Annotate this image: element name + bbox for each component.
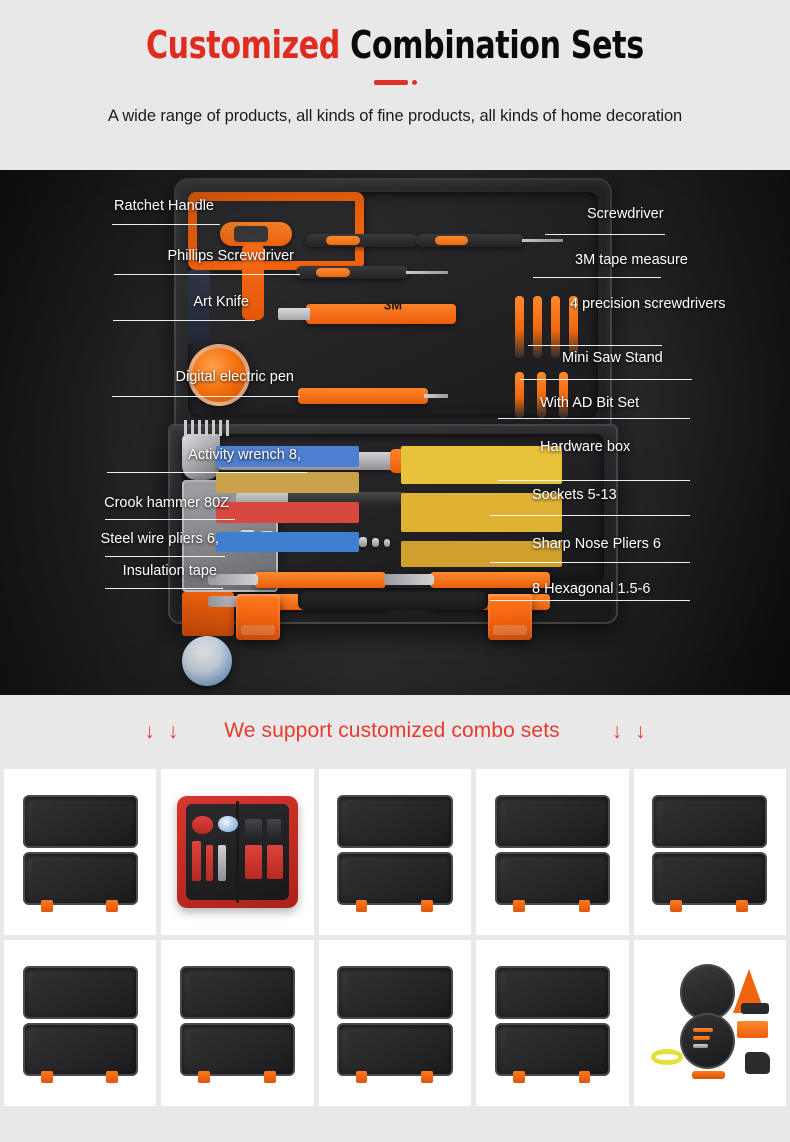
callout-line-insulation-tape <box>105 588 223 589</box>
support-banner-text: We support customized combo sets <box>224 719 560 742</box>
callout-label-sharp-nose-pliers-6: Sharp Nose Pliers 6 <box>532 536 661 552</box>
red-zipper-tool-pouch <box>172 786 303 919</box>
callout-label-with-ad-bit-set: With AD Bit Set <box>540 395 640 411</box>
combination-tool-set-case <box>487 957 618 1090</box>
callout-line-8-hexagonal-1-5-6 <box>490 600 690 601</box>
steel-wire-pliers-tool <box>208 572 386 588</box>
callout-label-crook-hammer-80z: Crook hammer 80Z <box>104 495 229 511</box>
support-banner: ↓ ↓ We support customized combo sets ↓ ↓ <box>0 695 790 767</box>
screwdriver-bit-set-case <box>15 957 146 1090</box>
callout-line-crook-hammer-80z <box>105 519 235 520</box>
page-title-highlight: Customized <box>146 23 341 67</box>
callout-label-8-hexagonal-1-5-6: 8 Hexagonal 1.5-6 <box>532 581 651 597</box>
callout-label-art-knife: Art Knife <box>193 294 249 310</box>
down-arrow-icon: ↓ <box>611 719 623 743</box>
product-thumbnail-cell[interactable] <box>161 940 314 1106</box>
precision-screwdriver-2 <box>533 296 542 358</box>
callout-label-insulation-tape: Insulation tape <box>122 563 217 579</box>
callout-label-activity-wrench-8: Activity wrench 8, <box>188 447 301 463</box>
callout-line-mini-saw-stand <box>520 379 692 380</box>
callout-line-with-ad-bit-set <box>498 418 690 419</box>
art-knife-tool <box>278 304 456 324</box>
callout-line-digital-electric-pen <box>112 396 300 397</box>
callout-line-sharp-nose-pliers-6 <box>490 562 690 563</box>
product-thumbnail-cell[interactable] <box>4 769 157 935</box>
callout-label-3m-tape-measure: 3M tape measure <box>575 252 688 268</box>
arrows-left-group: ↓ ↓ <box>144 721 178 742</box>
household-tool-set-case <box>487 786 618 919</box>
callout-label-digital-electric-pen: Digital electric pen <box>175 369 294 385</box>
precision-screwdriver-1 <box>515 296 524 358</box>
product-thumbnail-cell[interactable] <box>318 769 472 935</box>
product-thumbnail-cell[interactable] <box>476 940 629 1106</box>
callout-line-screwdriver <box>545 234 665 235</box>
callout-label-sockets-5-13: Sockets 5-13 <box>532 487 617 503</box>
divider-dot <box>411 80 417 85</box>
callout-line-3m-tape-measure <box>533 277 661 278</box>
callout-label-4-precision-screwdrivers: 4 precision screwdrivers <box>570 296 726 312</box>
callout-line-phillips-screwdriver <box>114 274 300 275</box>
home-tool-kit-case <box>329 786 460 919</box>
hardware-tool-set-case <box>329 957 460 1090</box>
callout-line-sockets-5-13 <box>490 515 690 516</box>
repair-tool-set-case <box>172 957 303 1090</box>
callout-line-hardware-box <box>498 480 690 481</box>
callout-label-steel-wire-pliers-6: Steel wire pliers 6, <box>100 531 219 547</box>
page-header: Customized Combination Sets A wide range… <box>0 0 790 170</box>
insulation-tape-roll <box>182 636 232 686</box>
screwdriver-tool-1 <box>306 234 459 247</box>
divider-bar <box>373 80 408 85</box>
roadside-emergency-kit <box>644 957 775 1090</box>
product-thumbnail-cell[interactable] <box>318 940 472 1106</box>
arrows-right-group: ↓ ↓ <box>612 721 646 742</box>
callout-line-4-precision-screwdrivers <box>528 345 662 346</box>
down-arrow-icon: ↓ <box>635 719 646 743</box>
page-subtitle: A wide range of products, all kinds of f… <box>107 107 683 125</box>
page-title-rest: Combination Sets <box>350 23 644 67</box>
product-thumbnail-cell[interactable] <box>4 940 157 1106</box>
page-title: Customized Combination Sets <box>146 22 644 68</box>
title-divider <box>373 80 417 85</box>
callout-line-art-knife <box>113 320 255 321</box>
precision-screwdriver-3 <box>551 296 560 358</box>
callout-label-screwdriver: Screwdriver <box>587 206 664 222</box>
ratchet-handle-holes <box>234 226 268 242</box>
product-thumbnail-cell[interactable] <box>633 769 786 935</box>
callout-label-phillips-screwdriver: Phillips Screwdriver <box>167 248 294 264</box>
product-thumbnail-grid <box>0 767 790 1142</box>
screwdriver-tool-2 <box>416 234 563 247</box>
tape-measure-brand: 3M <box>383 297 403 313</box>
callout-label-ratchet-handle: Ratchet Handle <box>114 198 214 214</box>
drill-bit-set-case <box>15 786 146 919</box>
down-arrow-icon: ↓ <box>167 719 179 743</box>
callout-line-steel-wire-pliers-6 <box>105 556 225 557</box>
hand-tool-kit-case <box>644 786 775 919</box>
callout-label-hardware-box: Hardware box <box>540 439 631 455</box>
callout-label-mini-saw-stand: Mini Saw Stand <box>562 350 663 366</box>
phillips-screwdriver-tool <box>296 266 449 279</box>
callout-line-activity-wrench-8 <box>107 472 307 473</box>
case-bottom-handle <box>298 588 488 610</box>
digital-electric-pen-tool <box>298 388 448 404</box>
down-arrow-icon: ↓ <box>144 719 155 743</box>
product-thumbnail-cell[interactable] <box>161 769 314 935</box>
product-thumbnail-cell[interactable] <box>633 940 786 1106</box>
case-latch-left[interactable] <box>236 594 280 640</box>
callout-line-ratchet-handle <box>112 224 220 225</box>
product-thumbnail-cell[interactable] <box>476 769 629 935</box>
